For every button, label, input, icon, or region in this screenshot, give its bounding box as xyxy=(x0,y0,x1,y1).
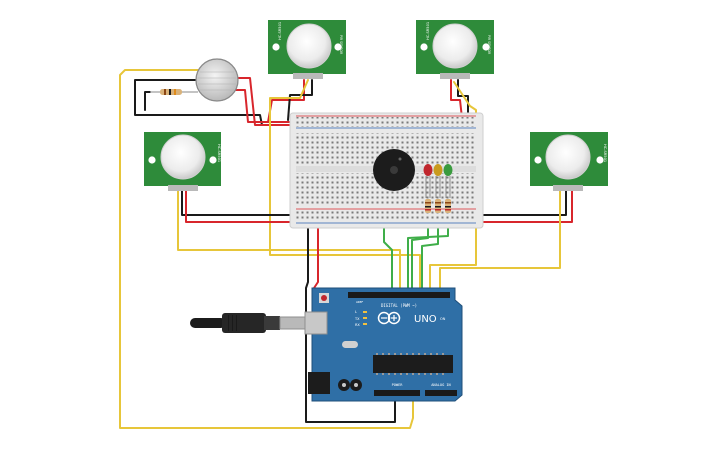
arduino-digital-header xyxy=(348,292,450,298)
led-red xyxy=(423,164,433,198)
arduino-crystal xyxy=(342,341,358,348)
arduino-rx-label: RX xyxy=(355,323,360,327)
usb-cable-icon xyxy=(190,313,311,333)
pir-2-label-side: PIR SENSOR xyxy=(487,35,491,55)
pir-1-label-side: PIR SENSOR xyxy=(339,35,343,55)
wire-yellow-pir3 xyxy=(177,189,401,293)
resistor-led-yellow xyxy=(435,199,441,213)
wire-black-pir3 xyxy=(181,189,301,216)
breadboard-top-rail xyxy=(296,117,476,127)
wire-red-pir1 xyxy=(267,79,305,123)
wire-green-led2 xyxy=(421,219,439,293)
arduino-usb-port xyxy=(304,311,328,335)
wire-red-gas-vcc xyxy=(234,77,296,126)
arduino-aref-label: AREF xyxy=(356,300,363,304)
buzzer xyxy=(373,149,415,191)
pir-sensor-3: HC-SR501 xyxy=(144,132,221,191)
arduino-power-header xyxy=(374,390,420,396)
resistor-led-red xyxy=(425,199,431,213)
arduino-analog-header xyxy=(425,390,457,396)
resistor-gas xyxy=(150,89,198,95)
arduino-on-label: ON xyxy=(440,317,446,321)
arduino-logo xyxy=(377,311,401,325)
arduino-l-label: L xyxy=(355,310,357,314)
pir-sensor-4: HC-SR501 xyxy=(530,132,608,191)
breadboard-bottom-rail xyxy=(296,211,476,221)
arduino-board: DIGITAL (PWM ~) AREF UNO L TX RX ON xyxy=(304,287,463,402)
pir-4-label-top: HC-SR501 xyxy=(603,144,607,162)
gas-sensor xyxy=(195,58,239,102)
arduino-power-label: POWER xyxy=(392,383,404,387)
arduino-analog-label: ANALOG IN xyxy=(431,383,450,387)
wire-black-rail-gnd xyxy=(305,125,396,423)
gas-sensor-icon xyxy=(195,58,239,102)
arduino-tx-label: TX xyxy=(354,317,360,321)
wire-yellow-gas-signal xyxy=(119,69,414,429)
wire-black-pir4 xyxy=(469,187,567,216)
wire-red-pir2 xyxy=(450,79,463,119)
arduino-digital-label: DIGITAL (PWM ~) xyxy=(381,303,417,308)
arduino-brand: UNO xyxy=(414,314,437,325)
wire-black-gas-resistor xyxy=(144,91,151,111)
wire-red-pir3 xyxy=(185,189,301,223)
pir-sensor-1: HC-SR501 PIR SENSOR xyxy=(268,20,346,79)
resistor-led-green xyxy=(445,199,451,213)
wire-green-led1 xyxy=(411,219,429,293)
pir-2-label-top: HC-SR501 xyxy=(426,22,430,40)
pir-3-label-top: HC-SR501 xyxy=(217,144,221,162)
wire-red-pir4 xyxy=(469,187,573,223)
wire-yellow-pir4 xyxy=(439,187,561,293)
pir-sensor-2: HC-SR501 PIR SENSOR xyxy=(416,20,494,79)
led-yellow xyxy=(433,164,443,198)
led-green xyxy=(443,164,453,198)
arduino-atmega-chip xyxy=(373,355,453,373)
pir-1-label-top: HC-SR501 xyxy=(278,22,282,40)
wire-yellow-pir1 xyxy=(269,79,421,293)
arduino-power-jack xyxy=(308,372,330,394)
